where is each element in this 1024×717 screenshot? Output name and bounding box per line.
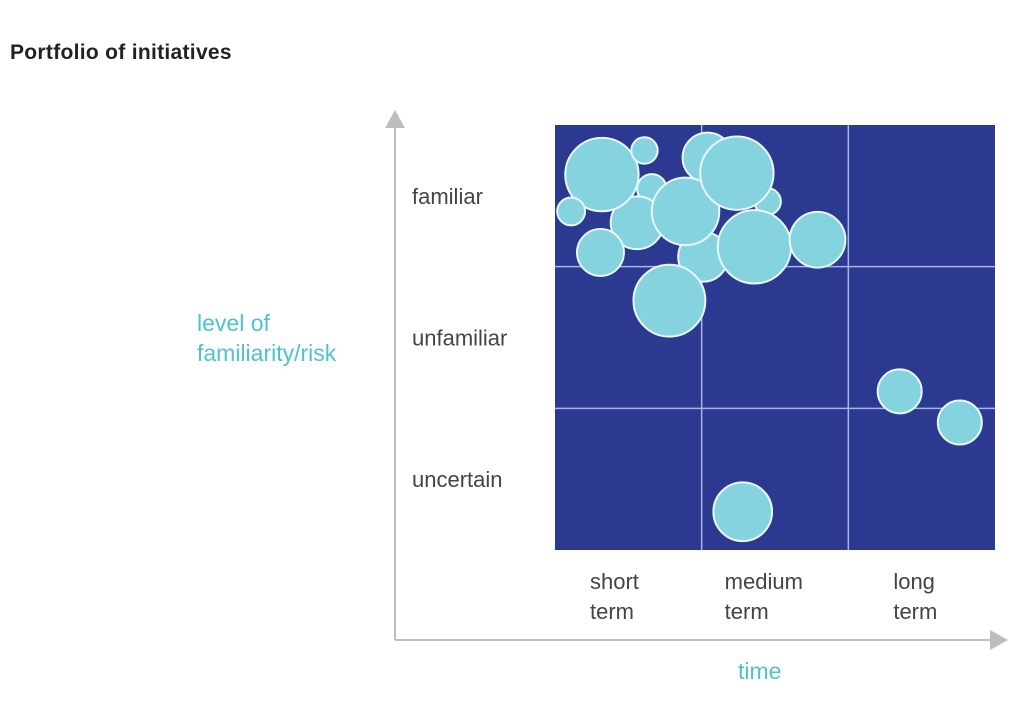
x-tick-label: medium — [725, 569, 803, 594]
bubble — [650, 176, 721, 247]
bubble — [630, 136, 659, 165]
bubble — [564, 136, 640, 213]
bubble — [876, 368, 923, 415]
bubble — [699, 135, 775, 211]
chart-title: Portfolio of initiatives — [10, 41, 232, 64]
y-tick-label: unfamiliar — [412, 326, 507, 351]
axis-labels: uncertain unfamiliar familiar short term medi… — [197, 184, 937, 684]
x-tick-label: term — [893, 599, 937, 624]
y-axis-title: level of — [197, 310, 270, 336]
x-tick-label: long — [893, 569, 935, 594]
y-tick-label: uncertain — [412, 467, 503, 492]
x-tick-label: term — [725, 599, 769, 624]
bubble — [632, 263, 707, 338]
bubble — [556, 196, 587, 227]
x-tick-label: term — [590, 599, 634, 624]
bubble — [716, 209, 793, 285]
plot-area — [555, 125, 995, 550]
y-tick-label: familiar — [412, 184, 483, 209]
x-axis-arrow-icon — [990, 630, 1008, 650]
x-axis-title: time — [738, 658, 781, 684]
axes — [385, 110, 1008, 650]
y-axis-arrow-icon — [385, 110, 405, 128]
bubble — [788, 210, 847, 269]
bubble — [936, 399, 983, 446]
x-tick-label: short — [590, 569, 639, 594]
y-axis-title: familiarity/risk — [197, 340, 337, 366]
bubble — [576, 228, 625, 277]
bubble — [712, 481, 774, 543]
